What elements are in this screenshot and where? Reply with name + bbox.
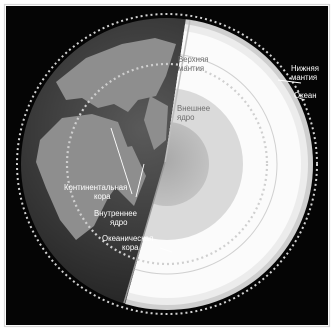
lower-mantle-label: Нижняя мантия bbox=[291, 64, 321, 82]
ocean-label: Океан bbox=[294, 91, 317, 100]
